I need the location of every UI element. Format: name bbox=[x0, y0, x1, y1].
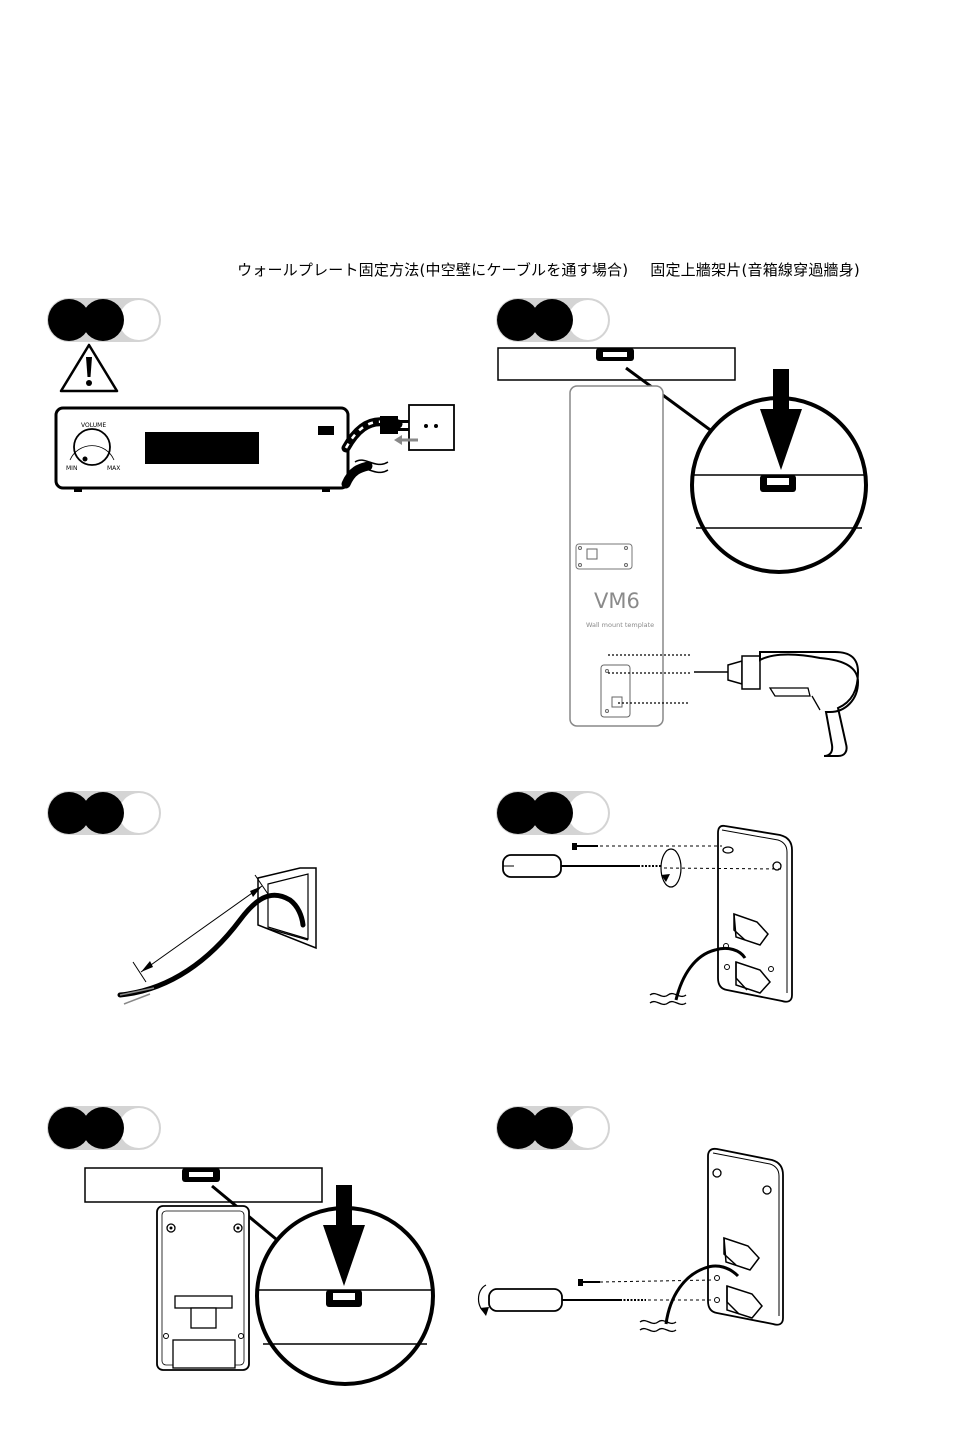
wall-mount-template bbox=[570, 386, 663, 726]
spirit-level-step5 bbox=[85, 1168, 322, 1202]
drill bbox=[694, 652, 858, 756]
min-label: MIN bbox=[66, 465, 77, 472]
step-indicator-6 bbox=[496, 1106, 610, 1150]
template-caption: Wall mount template bbox=[586, 621, 654, 629]
wall-plate-step6 bbox=[708, 1149, 783, 1325]
volume-label: VOLUME bbox=[81, 422, 106, 429]
wall-outlet bbox=[409, 405, 454, 450]
max-label: MAX bbox=[107, 465, 120, 472]
step-indicator-4 bbox=[496, 791, 610, 835]
amplifier bbox=[56, 408, 348, 492]
wall-plate-step4 bbox=[718, 826, 792, 1002]
spirit-level bbox=[498, 348, 735, 380]
template-model: VM6 bbox=[594, 589, 640, 613]
screw-step6 bbox=[578, 1279, 713, 1286]
length-dimension bbox=[133, 875, 270, 982]
step-indicator-2 bbox=[496, 298, 610, 342]
step-indicator-3 bbox=[47, 791, 161, 835]
wall-outlet-box bbox=[258, 868, 316, 948]
power-cable bbox=[346, 416, 410, 484]
wall-plate-step5 bbox=[157, 1206, 249, 1370]
screw-step4 bbox=[572, 843, 722, 850]
step-indicator-5 bbox=[47, 1106, 161, 1150]
warning-icon bbox=[61, 345, 117, 391]
step-indicator-1 bbox=[47, 298, 161, 342]
